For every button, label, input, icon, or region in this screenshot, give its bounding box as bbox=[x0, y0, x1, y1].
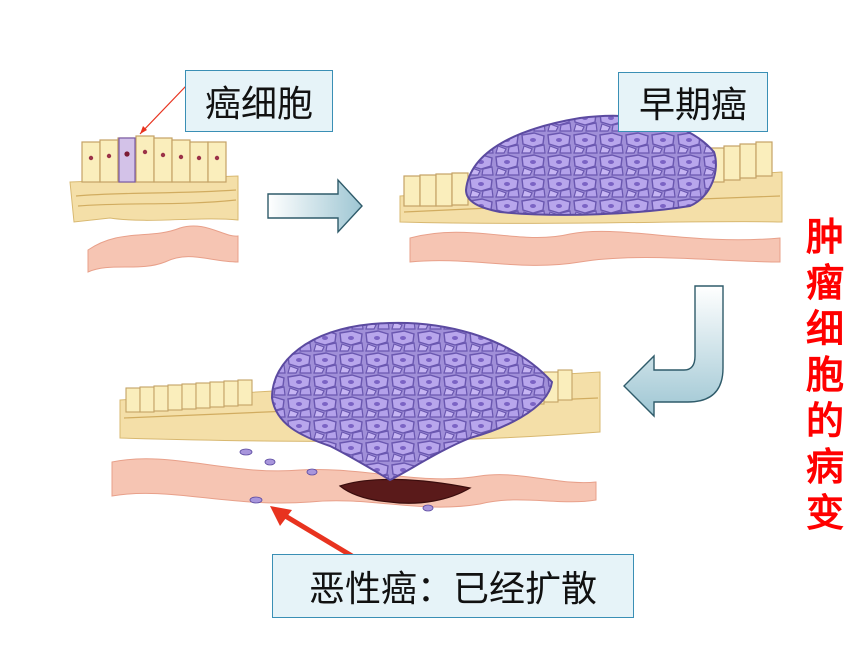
side-title: 肿 瘤 细 胞 的 病 变 bbox=[798, 214, 852, 536]
tissue-early-cancer-panel bbox=[399, 114, 783, 266]
side-title-char: 的 bbox=[805, 399, 844, 443]
arrow-right-icon bbox=[267, 178, 363, 234]
side-title-char: 细 bbox=[805, 307, 844, 351]
pointer-arrowhead bbox=[140, 126, 147, 134]
label-early-cancer: 早期癌 bbox=[618, 72, 768, 132]
tissue-normal-panel bbox=[69, 85, 239, 273]
spread-pointer-line bbox=[280, 511, 354, 559]
side-title-char: 病 bbox=[805, 445, 844, 489]
label-cancer-cell: 癌细胞 bbox=[185, 70, 333, 132]
side-title-char: 肿 bbox=[805, 215, 844, 259]
spread-pointer-arrowhead bbox=[270, 506, 292, 526]
pointer-line bbox=[139, 85, 187, 135]
side-title-char: 瘤 bbox=[805, 261, 844, 305]
side-title-char: 胞 bbox=[805, 353, 844, 397]
side-title-char: 变 bbox=[805, 491, 844, 535]
arrow-turn-down-left-icon bbox=[623, 285, 724, 418]
tissue-malignant-panel bbox=[111, 321, 601, 559]
label-malignant-spread: 恶性癌：已经扩散 bbox=[272, 554, 634, 618]
cancer-cell-highlight bbox=[118, 137, 136, 183]
